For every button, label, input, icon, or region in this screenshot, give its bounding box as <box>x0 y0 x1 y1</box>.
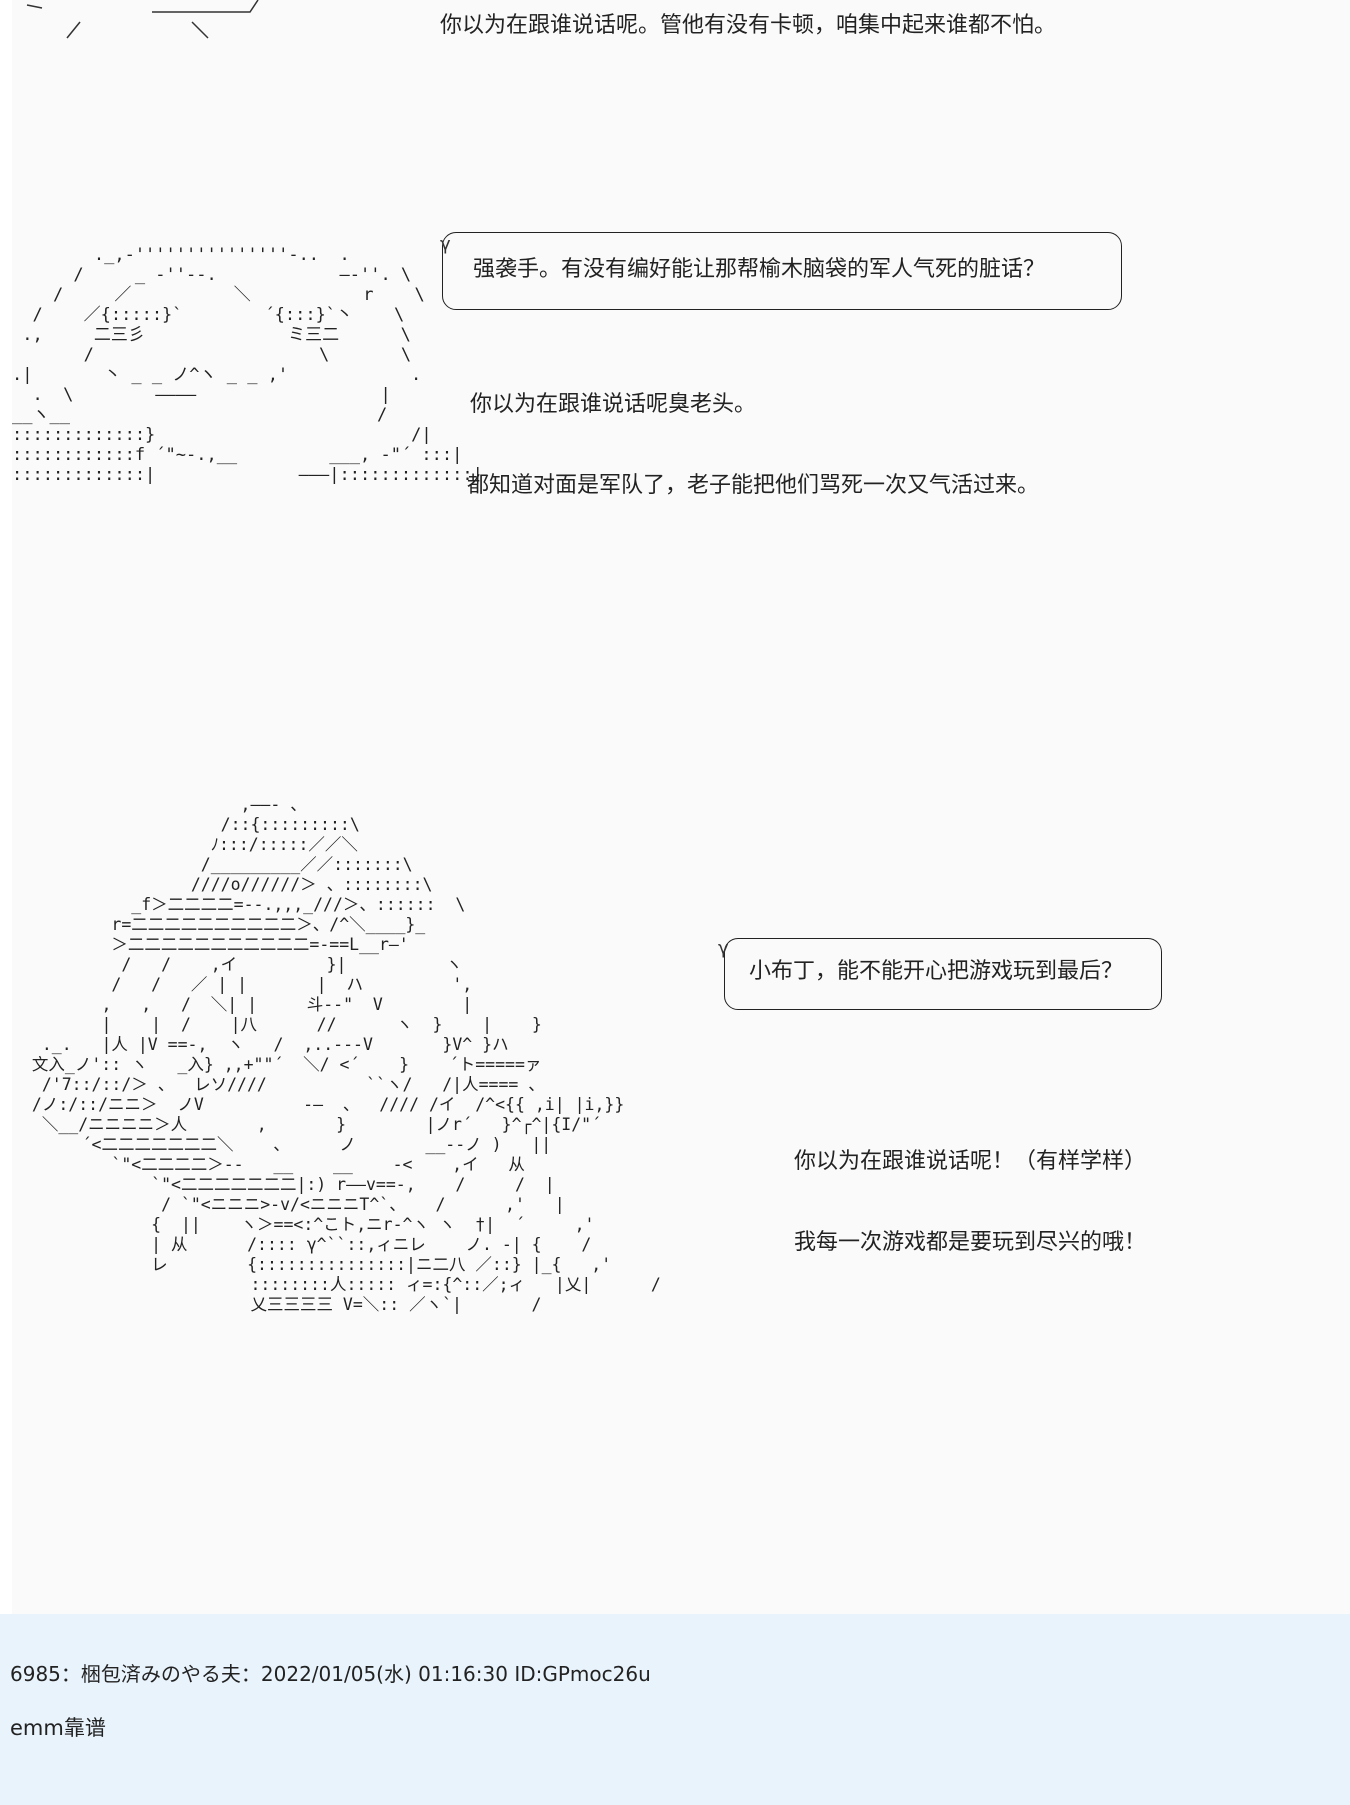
scene3-bubble-text: 小布丁，能不能开心把游戏玩到最后？ <box>749 959 1124 984</box>
bubble-tail-mark: γ <box>440 234 451 255</box>
content-panel: 你以为在跟谁说话呢。管他有没有卡顿，咱集中起来谁都不怕。 ._,-'''''''… <box>12 0 1350 1614</box>
speech-bubble-3: 小布丁，能不能开心把游戏玩到最后？ <box>724 938 1162 1010</box>
partial-ascii-art <box>26 0 259 39</box>
face-ascii-art: ._,-'''''''''''''''-.. . / _ -''--. ―‐''… <box>12 245 483 485</box>
scene3-line1: 你以为在跟谁说话呢！（有样学样） <box>794 1149 1147 1174</box>
speech-bubble-2: 强袭手。有没有编好能让那帮榆木脑袋的军人气死的脏话？ <box>442 232 1122 310</box>
post-footer: 6985：梱包済みのやる夫：2022/01/05(水) 01:16:30 ID:… <box>0 1614 1350 1805</box>
scene1-line: 你以为在跟谁说话呢。管他有没有卡顿，咱集中起来谁都不怕。 <box>440 13 1057 38</box>
bubble-tail-mark: γ <box>718 938 729 959</box>
scene2-line2: 都知道对面是军队了，老子能把他们骂死一次又气活过来。 <box>467 473 1040 498</box>
post-body: emm靠谱 <box>10 1716 106 1740</box>
scene3-line2: 我每一次游戏都是要玩到尽兴的哦！ <box>794 1230 1147 1255</box>
character-ascii-art: ,――- 、 /::{:::::::::\ ﾉ:::/:::::／／＼ /___… <box>31 795 661 1314</box>
scene2-line1: 你以为在跟谁说话呢臭老头。 <box>470 392 757 417</box>
scene2-bubble-text: 强袭手。有没有编好能让那帮榆木脑袋的军人气死的脏话？ <box>473 257 1046 282</box>
post-header: 6985：梱包済みのやる夫：2022/01/05(水) 01:16:30 ID:… <box>10 1662 651 1686</box>
